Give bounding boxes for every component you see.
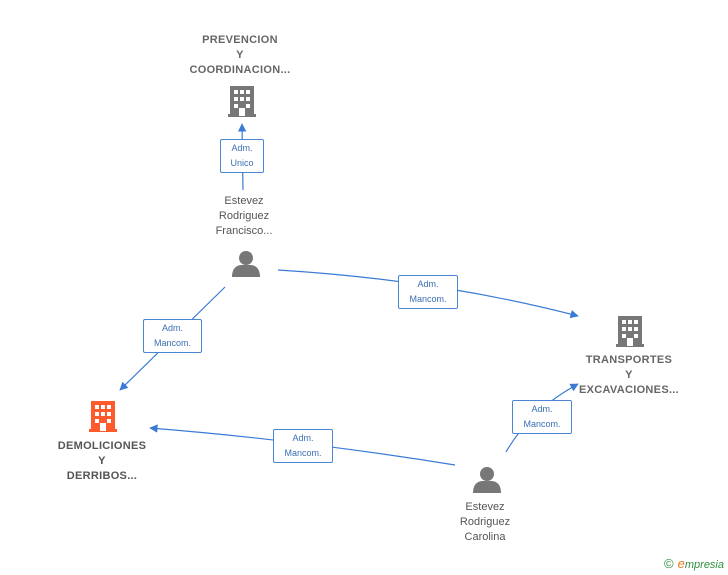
label-line: DERRIBOS...: [66, 470, 138, 482]
label-line: Estevez: [224, 195, 264, 207]
label-line: Y: [625, 369, 633, 381]
label-line: TRANSPORTES: [585, 354, 673, 366]
label-line: Rodriguez: [459, 516, 511, 528]
edge-label-adm-unico[interactable]: Adm. Unico: [220, 139, 264, 173]
label-line: COORDINACION...: [189, 64, 291, 76]
label-line: Y: [236, 49, 244, 61]
label-line: Carolina: [464, 531, 506, 543]
label-line: Francisco...: [215, 225, 273, 237]
edge-label-line: Mancom.: [409, 294, 447, 304]
building-icon[interactable]: [616, 316, 644, 347]
person-icon[interactable]: [473, 467, 501, 493]
building-icon[interactable]: [228, 86, 256, 117]
edge-label-line: Adm.: [417, 279, 439, 289]
person-label-francisco[interactable]: Estevez Rodriguez Francisco...: [216, 194, 273, 239]
brand-footer: ©empresia: [664, 556, 724, 571]
edge-label-line: Adm.: [231, 143, 253, 153]
edge-label-adm-mancom[interactable]: Adm. Mancom.: [143, 319, 202, 353]
edge-label-line: Mancom.: [523, 419, 561, 429]
edge-label-line: Unico: [230, 158, 254, 168]
company-label-transportes[interactable]: TRANSPORTES Y EXCAVACIONES...: [579, 353, 679, 398]
building-icon[interactable]: [89, 401, 117, 432]
label-line: Rodriguez: [218, 210, 270, 222]
edge-label-adm-mancom[interactable]: Adm. Mancom.: [512, 400, 572, 434]
edge-label-adm-mancom[interactable]: Adm. Mancom.: [398, 275, 458, 309]
company-label-demoliciones[interactable]: DEMOLICIONES Y DERRIBOS...: [58, 439, 147, 484]
edge-label-line: Adm.: [161, 323, 183, 333]
brand-logo-e: e: [677, 556, 685, 571]
edge-label-line: Adm.: [531, 404, 553, 414]
brand-logo-text: mpresia: [684, 559, 724, 571]
edge-label-adm-mancom[interactable]: Adm. Mancom.: [273, 429, 333, 463]
company-label-prevencion[interactable]: PREVENCION Y COORDINACION...: [189, 33, 290, 78]
edge-label-line: Mancom.: [284, 448, 322, 458]
person-icon[interactable]: [232, 251, 260, 277]
edge-label-line: Mancom.: [153, 338, 191, 348]
label-line: EXCAVACIONES...: [578, 384, 680, 396]
person-label-carolina[interactable]: Estevez Rodriguez Carolina: [460, 500, 510, 545]
label-line: Estevez: [465, 501, 505, 513]
copyright-icon: ©: [664, 556, 674, 571]
label-line: DEMOLICIONES: [57, 440, 147, 452]
edge-label-line: Adm.: [292, 433, 314, 443]
label-line: Y: [98, 455, 106, 467]
label-line: PREVENCION: [202, 34, 278, 46]
